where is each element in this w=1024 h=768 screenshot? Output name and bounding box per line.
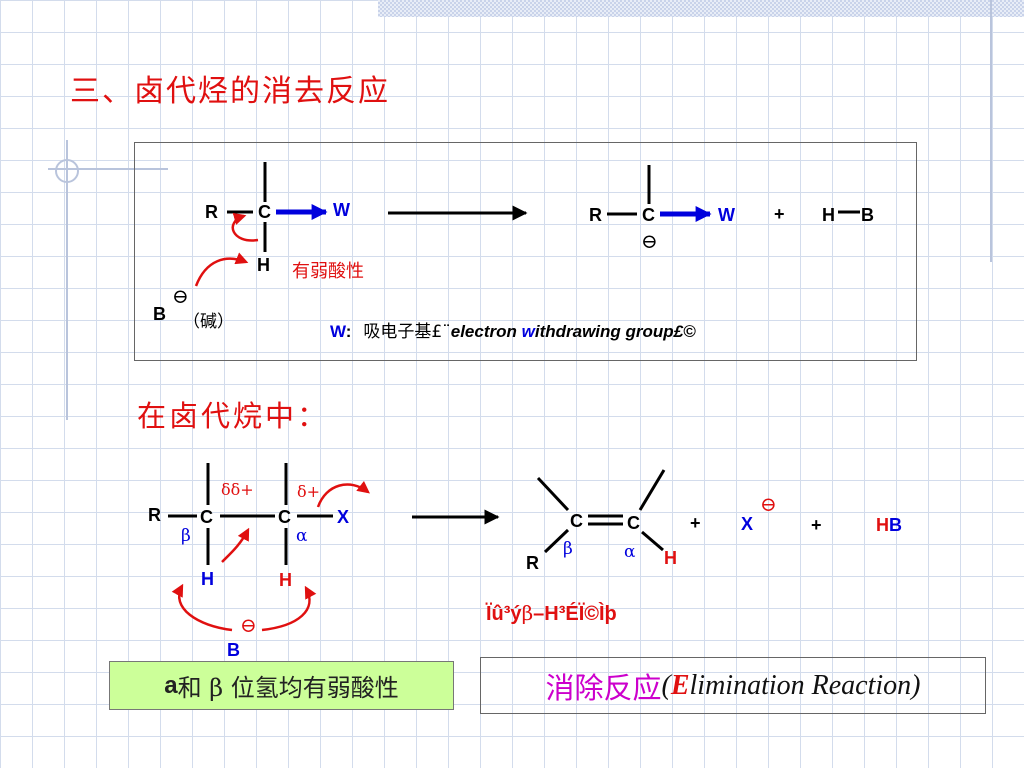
product-H: H: [822, 205, 835, 225]
elimination-open-paren: (: [661, 669, 671, 701]
base-label: （碱）: [183, 312, 234, 332]
mech-C2: C: [278, 507, 291, 527]
alkene-R: R: [526, 553, 539, 573]
acidity-box-a: a: [164, 671, 178, 699]
base-charge-icon: ⊖: [172, 284, 189, 308]
w-definition-colon: :: [345, 322, 352, 341]
curved-arrow-CX: [316, 480, 370, 508]
curved-arrow-CH-bond: [221, 527, 250, 563]
atom-C: C: [258, 202, 271, 222]
acidity-box-text: 和 β 位氢均有弱酸性: [177, 674, 399, 702]
alkene-C2: C: [627, 513, 640, 533]
header-pattern-band: [378, 0, 1024, 17]
product-B: B: [861, 205, 874, 225]
curved-arrow-CH: [231, 212, 259, 242]
atom-R: R: [205, 202, 218, 222]
mech-X: X: [337, 507, 350, 527]
base-B: B: [153, 304, 166, 324]
bond-C2-upright: [638, 469, 666, 511]
elimination-close-paren: ): [911, 669, 921, 701]
product2-plus-2: +: [811, 515, 822, 535]
curved-arrow-base-H: [194, 252, 249, 287]
elimination-cn: 消除反应: [545, 670, 662, 705]
product2-HB: HB: [876, 515, 902, 536]
product2-HB-H: H: [876, 515, 889, 535]
alkene-H: H: [664, 548, 677, 568]
mech-d-plus: δ+: [297, 482, 321, 501]
product2-X: X: [741, 514, 754, 534]
mech-dd-plus: δδ+: [221, 480, 254, 499]
acidity-note: 有弱酸性: [292, 261, 364, 282]
curved-arrow-base-left: [171, 583, 233, 632]
alkene-C1: C: [570, 511, 583, 531]
atom-W: W: [333, 200, 350, 220]
product-R: R: [589, 205, 602, 225]
atom-H: H: [257, 255, 270, 275]
product2-plus-1: +: [690, 513, 701, 533]
caption-part1: Ïû³ý: [486, 603, 522, 625]
w-definition: W: 吸电子基£¨electron withdrawing group£©: [330, 317, 696, 342]
product-C: C: [642, 205, 655, 225]
reaction-box: [134, 142, 917, 361]
product2-HB-B: B: [889, 515, 902, 535]
decor-circle-icon: [55, 159, 79, 183]
w-definition-en-e: electron: [450, 322, 522, 341]
w-definition-en-rest: ithdrawing group£©: [534, 322, 696, 341]
mech-alpha: α: [296, 526, 308, 546]
product2-X-charge-icon: ⊖: [760, 492, 777, 516]
product-plus: +: [774, 204, 785, 224]
section-heading: 在卤代烷中：: [137, 399, 330, 433]
decor-right-line: [990, 0, 992, 262]
mech-C1: C: [200, 507, 213, 527]
mech-R: R: [148, 505, 161, 525]
decor-vertical-line: [66, 140, 68, 420]
w-definition-prefix: W: [330, 322, 346, 341]
w-definition-cn: 吸电子基£¨: [363, 322, 451, 342]
caption-beta: β: [521, 601, 534, 625]
mech-H2: H: [279, 570, 292, 590]
mech-base-B: B: [227, 640, 240, 660]
bond-C1-R: [543, 528, 570, 554]
alkene-beta: β: [563, 539, 573, 559]
product-charge-icon: ⊖: [641, 229, 658, 253]
mech-beta: β: [181, 526, 191, 546]
caption-part2: H³ÉÏ©Ìþ: [544, 603, 617, 625]
caption-dash: –: [533, 603, 545, 625]
w-definition-en-w: w: [521, 322, 535, 341]
elimination-caption: Ïû³ýβ–H³ÉÏ©Ìþ: [486, 601, 617, 626]
curved-arrow-base-right: [261, 585, 317, 632]
mech-base-charge-icon: ⊖: [240, 613, 257, 637]
bond-C2-H: [641, 530, 664, 552]
elimination-E: E: [670, 669, 690, 701]
mech-H1: H: [201, 569, 214, 589]
elimination-rest: limination Reaction: [689, 669, 912, 701]
bond-C1-upleft: [536, 476, 570, 512]
decor-horizontal-line: [48, 168, 168, 170]
product-W: W: [718, 205, 735, 225]
page-title: 三、卤代烃的消去反应: [70, 74, 390, 109]
alkene-alpha: α: [624, 542, 636, 562]
